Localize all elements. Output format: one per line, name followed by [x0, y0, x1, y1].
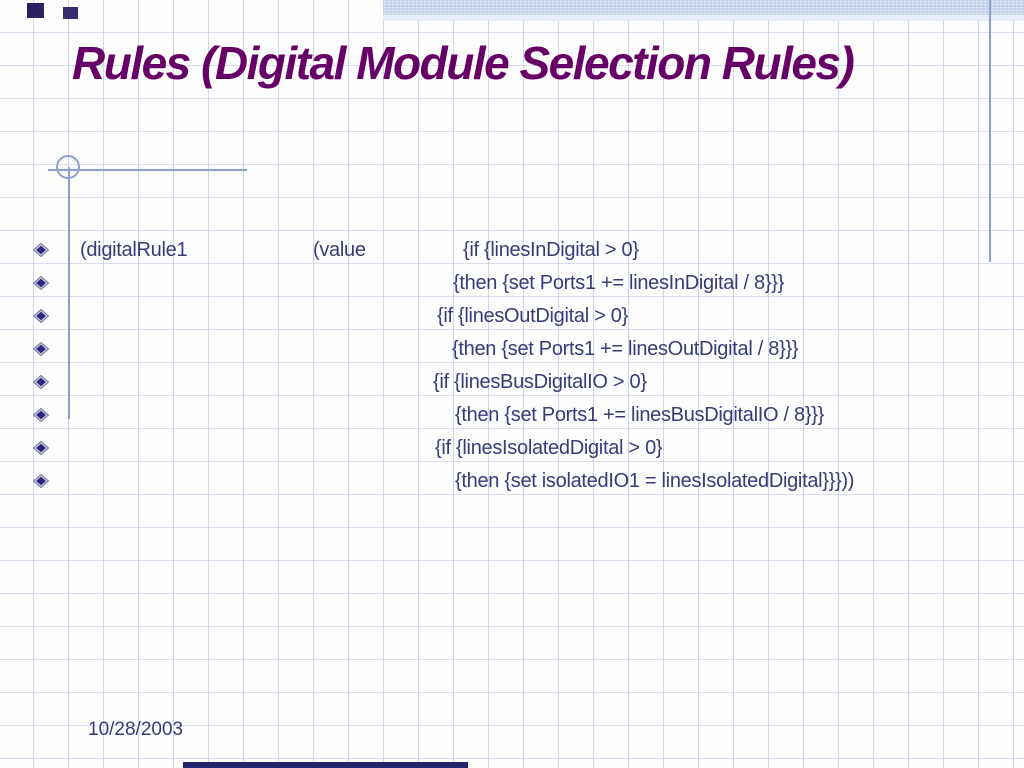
right-edge-line — [989, 0, 991, 262]
callout-horizontal-line — [48, 169, 247, 171]
top-band-decoration — [383, 0, 1024, 15]
code-line: (value — [313, 239, 366, 261]
slide-date: 10/28/2003 — [88, 719, 184, 740]
corner-mark-icon — [27, 3, 44, 18]
corner-mark-icon — [63, 7, 78, 19]
code-line: {if {linesInDigital > 0} — [463, 239, 639, 261]
diamond-bullet-icon — [33, 375, 49, 389]
code-line: {then {set Ports1 += linesInDigital / 8}… — [453, 272, 784, 294]
code-line: {if {linesIsolatedDigital > 0} — [435, 437, 663, 459]
bottom-bar-decoration — [183, 762, 468, 768]
callout-circle-icon — [56, 155, 80, 179]
callout-vertical-line — [68, 167, 70, 419]
diamond-bullet-icon — [33, 276, 49, 290]
code-line: (digitalRule1 — [80, 239, 188, 261]
diamond-bullet-icon — [33, 309, 49, 323]
diamond-bullet-icon — [33, 441, 49, 455]
code-line: {if {linesBusDigitalIO > 0} — [433, 371, 647, 393]
diamond-bullet-icon — [33, 474, 49, 488]
code-line: {if {linesOutDigital > 0} — [437, 305, 628, 327]
top-band-edge — [383, 15, 1024, 21]
code-line: {then {set Ports1 += linesBusDigitalIO /… — [455, 404, 824, 426]
page-title: Rules (Digital Module Selection Rules) — [72, 37, 855, 89]
code-line: {then {set Ports1 += linesOutDigital / 8… — [452, 338, 799, 360]
diamond-bullet-icon — [33, 243, 49, 257]
code-line: {then {set isolatedIO1 = linesIsolatedDi… — [455, 470, 855, 492]
diamond-bullet-icon — [33, 342, 49, 356]
diamond-bullet-icon — [33, 408, 49, 422]
